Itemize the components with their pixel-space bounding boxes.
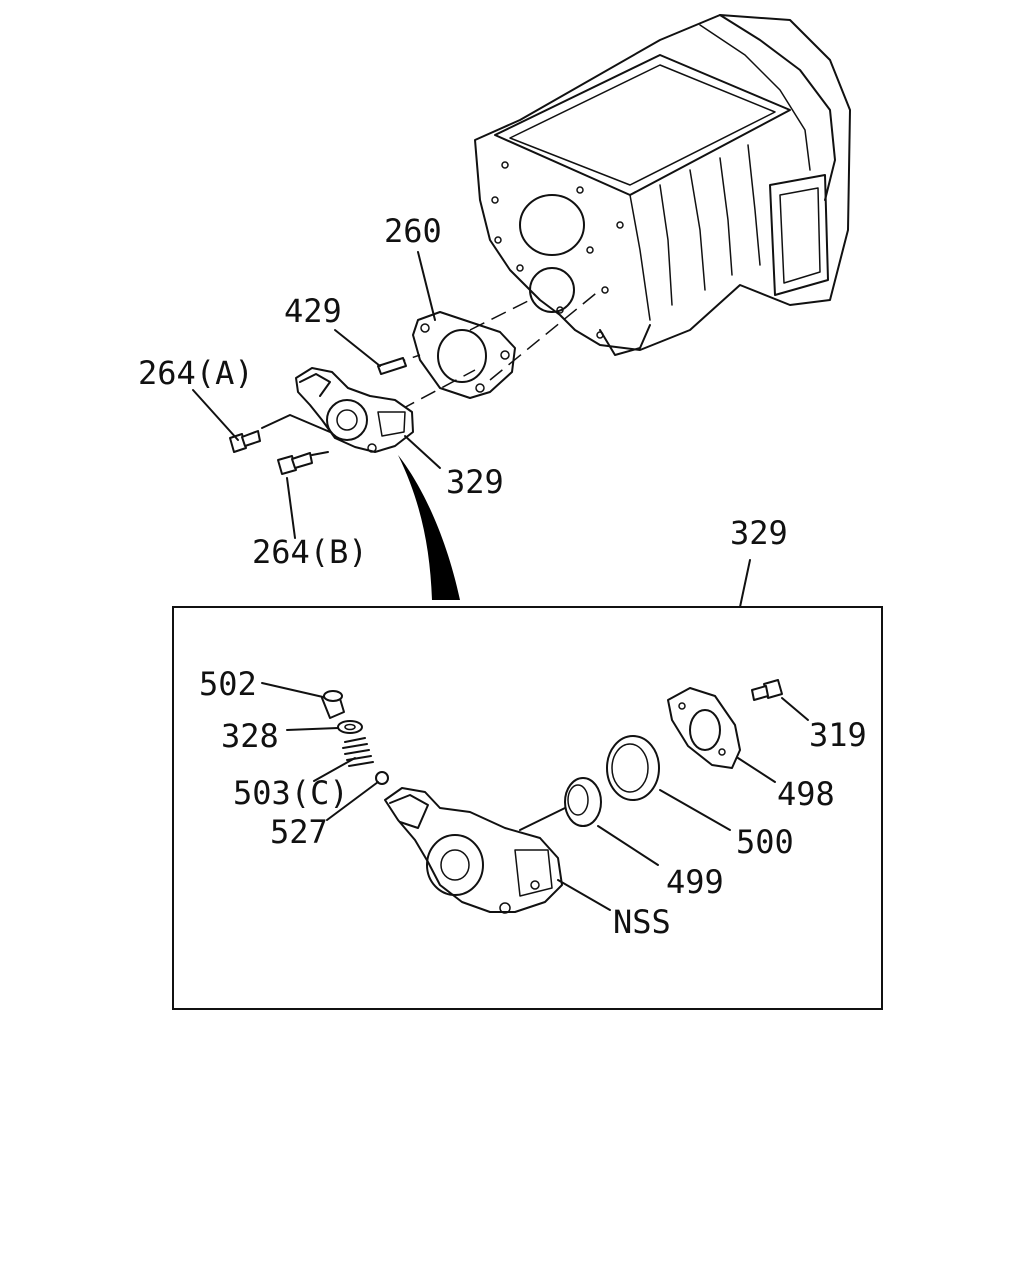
washer-328-drawing <box>337 720 363 734</box>
label-264a: 264(A) <box>138 354 254 392</box>
pump-body-nss-drawing <box>384 787 563 914</box>
label-429: 429 <box>284 292 342 330</box>
label-500: 500 <box>736 823 794 861</box>
label-264b: 264(B) <box>252 533 368 571</box>
label-502: 502 <box>199 665 257 703</box>
cover-498-drawing <box>667 687 741 769</box>
seal-499-drawing <box>564 777 602 827</box>
detail-box-leader <box>739 559 751 608</box>
pin-429-drawing <box>377 357 407 375</box>
transmission-case-drawing <box>474 14 851 356</box>
pump-329-small-drawing <box>295 367 414 453</box>
label-503c: 503(C) <box>233 774 349 812</box>
bolt-264b-drawing <box>277 452 313 475</box>
label-329-box: 329 <box>730 514 788 552</box>
label-499: 499 <box>666 863 724 901</box>
label-260: 260 <box>384 212 442 250</box>
detail-arrow <box>398 455 460 600</box>
bearing-500-drawing <box>606 735 660 801</box>
ball-527-drawing <box>375 771 389 785</box>
detail-box <box>172 606 883 1010</box>
bolt-319-drawing <box>751 679 783 701</box>
label-319: 319 <box>809 716 867 754</box>
label-527: 527 <box>270 813 328 851</box>
label-329-top: 329 <box>446 463 504 501</box>
top-leaders <box>192 251 441 539</box>
gasket-260-drawing <box>412 311 516 399</box>
bolt-264a-drawing <box>229 430 261 453</box>
detail-leaders <box>261 682 809 911</box>
spring-503c-drawing <box>342 737 374 767</box>
plug-502-drawing <box>321 690 345 719</box>
label-nss: NSS <box>613 903 671 941</box>
label-498: 498 <box>777 775 835 813</box>
label-328: 328 <box>221 717 279 755</box>
